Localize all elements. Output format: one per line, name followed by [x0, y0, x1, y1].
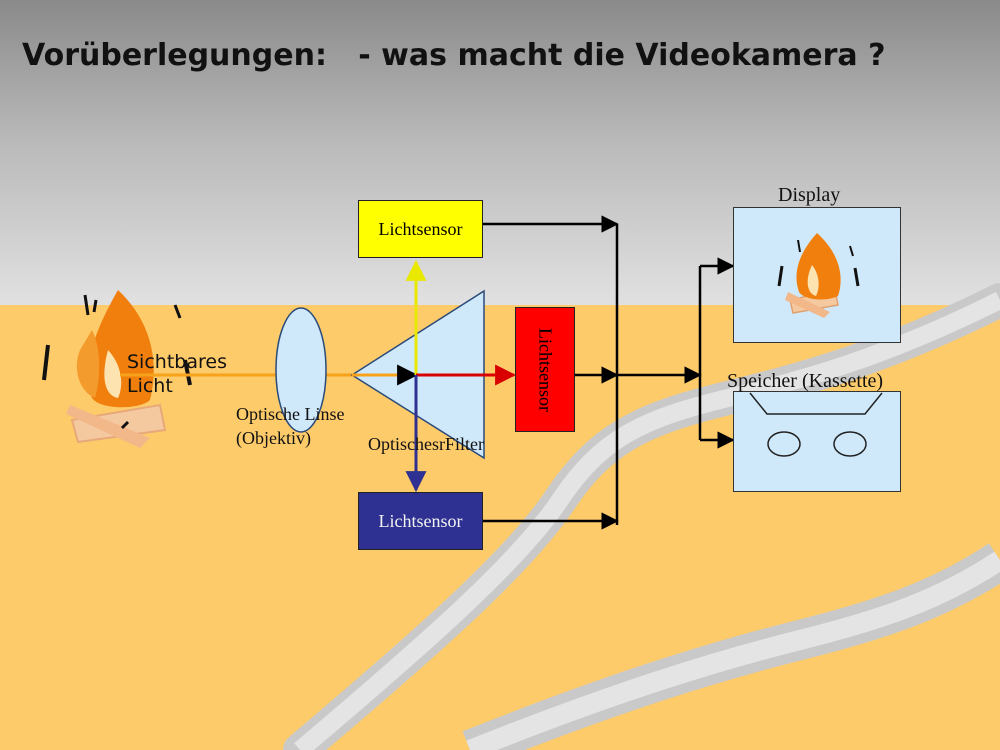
light-sensor-yellow: Lichtsensor [358, 200, 483, 258]
road-decoration [283, 283, 1000, 750]
signal-lines [483, 215, 735, 530]
visible-light-label: Sichtbares Licht [127, 350, 227, 398]
optical-lens-shape [275, 307, 327, 433]
lens-label: Optische Linse (Objektiv) [236, 402, 344, 450]
storage-label: Speicher (Kassette) [727, 370, 884, 392]
storage-cassette-box [733, 391, 901, 492]
light-sensor-blue-label: Lichtsensor [378, 510, 463, 531]
campfire-icon [42, 290, 192, 448]
display-screen [733, 207, 901, 343]
light-sensor-red-label: Lichtsensor [535, 327, 556, 412]
visible-light-line1: Sichtbares [127, 351, 227, 373]
light-sensor-blue: Lichtsensor [358, 492, 483, 550]
light-sensor-yellow-label: Lichtsensor [378, 218, 463, 239]
lens-label-line1: Optische Linse [236, 404, 345, 424]
display-label: Display [778, 184, 841, 206]
lens-label-line2: (Objektiv) [236, 428, 311, 448]
light-sensor-red: Lichtsensor [515, 307, 575, 432]
visible-light-line2: Licht [127, 375, 173, 397]
slide-title: Vorüberlegungen: - was macht die Videoka… [22, 38, 886, 73]
filter-label: OptischesrFilter [368, 434, 484, 454]
